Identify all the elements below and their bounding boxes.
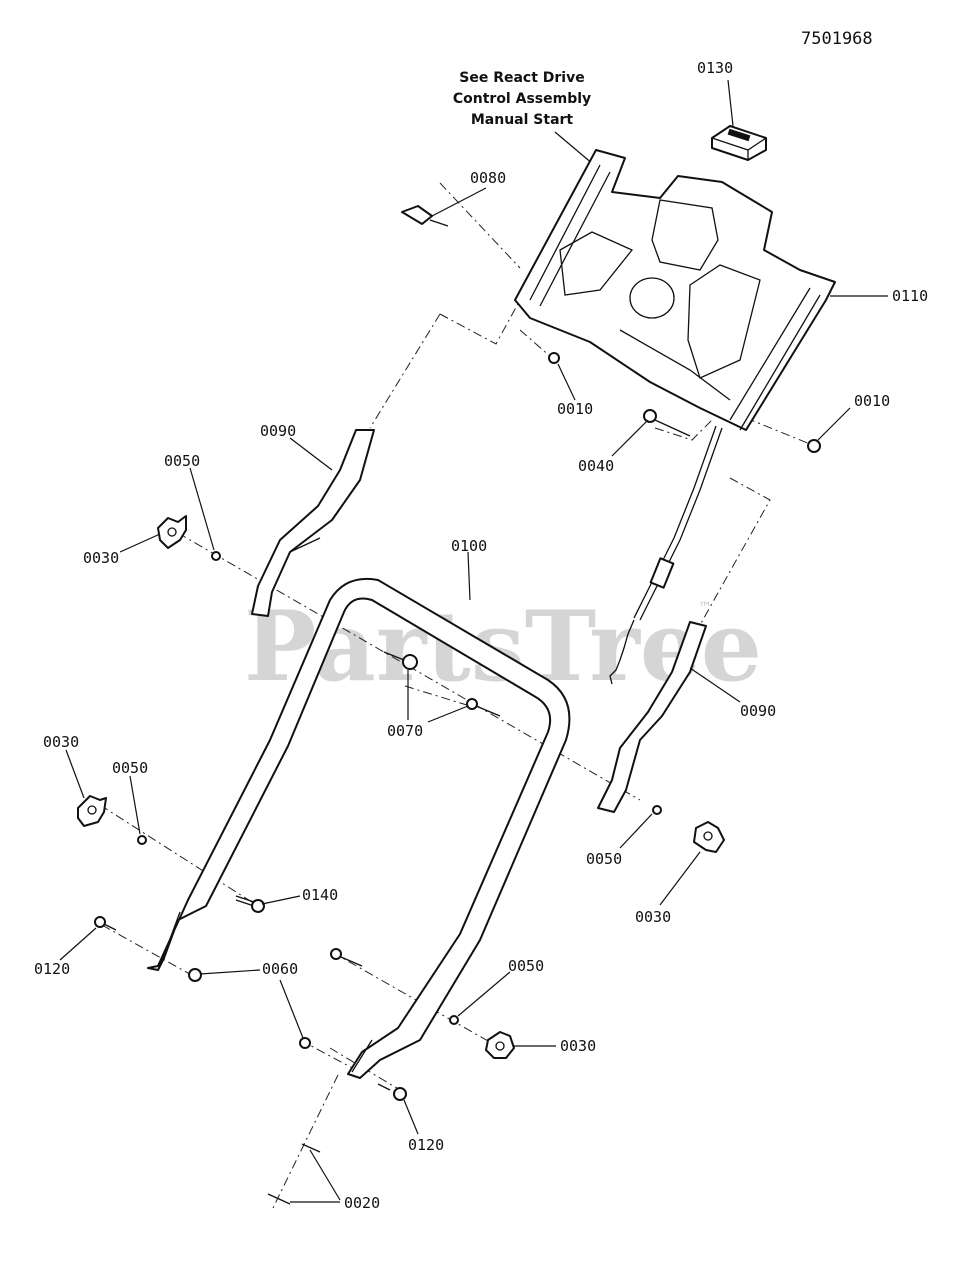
washer-0050-d xyxy=(449,1015,459,1025)
label-0030-b: 0030 xyxy=(43,733,79,751)
leader-lines xyxy=(59,79,888,1203)
label-0100: 0100 xyxy=(451,537,487,555)
washer-0050-a xyxy=(211,551,221,561)
label-0090-a: 0090 xyxy=(260,422,296,440)
bolt-part-0120-left xyxy=(94,916,117,931)
clip-part-0080 xyxy=(401,205,449,227)
lower-handle-part-0100 xyxy=(147,578,571,1079)
knob-0030-c xyxy=(693,821,725,853)
bolt-part-0140 xyxy=(235,895,363,967)
pin-part-0070 xyxy=(383,651,418,670)
tie-0020-b xyxy=(267,1193,291,1205)
bolt-part-0120-right xyxy=(377,1083,407,1101)
reference-note: See React Drive Control Assembly Manual … xyxy=(453,70,601,171)
label-0120-a: 0120 xyxy=(34,960,70,978)
label-0090-b: 0090 xyxy=(740,702,776,720)
label-0030-c: 0030 xyxy=(635,908,671,926)
note-line-1: See React Drive xyxy=(459,70,584,86)
label-0050-c: 0050 xyxy=(586,850,622,868)
knob-0030-b xyxy=(77,795,107,827)
label-0070: 0070 xyxy=(387,722,423,740)
nut-0010-upper xyxy=(548,352,560,364)
label-0040: 0040 xyxy=(578,457,614,475)
upper-handle-part-0090-right xyxy=(597,621,707,813)
label-0010-b: 0010 xyxy=(854,392,890,410)
label-0080: 0080 xyxy=(470,169,506,187)
pin-part-0040 xyxy=(643,409,691,437)
knob-0030-d xyxy=(485,1031,515,1059)
bolt-part-0070 xyxy=(466,698,501,717)
label-0120-b: 0120 xyxy=(408,1136,444,1154)
nut-0010-right xyxy=(807,439,821,453)
cap-part-0130 xyxy=(711,125,767,161)
label-0140: 0140 xyxy=(302,886,338,904)
document-number: 7501968 xyxy=(801,29,873,49)
label-0050-a: 0050 xyxy=(164,452,200,470)
label-0060: 0060 xyxy=(262,960,298,978)
note-line-2: Control Assembly xyxy=(453,91,591,107)
knob-0030-a xyxy=(157,515,187,549)
label-0020: 0020 xyxy=(344,1194,380,1212)
label-0050-b: 0050 xyxy=(112,759,148,777)
label-0050-d: 0050 xyxy=(508,957,544,975)
nut-0060-a xyxy=(188,968,202,982)
label-0110: 0110 xyxy=(892,287,928,305)
upper-handle-part-0090-left xyxy=(251,429,375,617)
nut-0060-b xyxy=(299,1037,311,1049)
tie-0020-a xyxy=(301,1143,321,1153)
washer-0050-b xyxy=(137,835,147,845)
note-line-3: Manual Start xyxy=(471,112,574,128)
label-0130: 0130 xyxy=(697,59,733,77)
control-panel-part-0110 xyxy=(514,149,836,431)
label-0030-a: 0030 xyxy=(83,549,119,567)
label-0030-d: 0030 xyxy=(560,1037,596,1055)
label-0010-a: 0010 xyxy=(557,400,593,418)
part-labels: 0130 0080 0110 0010 0010 0040 0090 0050 … xyxy=(34,59,928,1212)
watermark-trademark: ™ xyxy=(698,600,712,616)
washer-0050-c xyxy=(652,805,662,815)
control-cable xyxy=(609,425,723,685)
